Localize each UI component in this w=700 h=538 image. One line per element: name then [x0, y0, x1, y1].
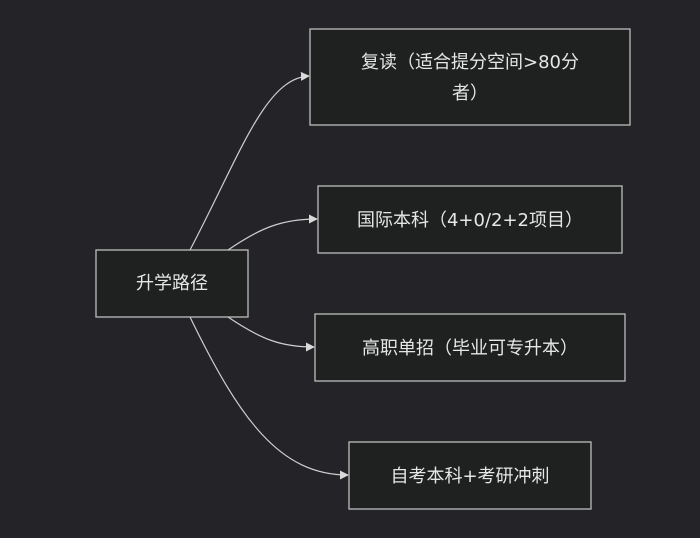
- option-node-2: 国际本科（4+0/2+2项目）: [317, 185, 623, 254]
- option-node-4: 自考本科+考研冲刺: [348, 441, 592, 510]
- option-1-label-line-2: 者）: [452, 83, 488, 104]
- root-label: 升学路径: [136, 273, 208, 294]
- option-2-label: 国际本科（4+0/2+2项目）: [357, 210, 583, 231]
- root-node: 升学路径: [95, 249, 249, 318]
- edge-to-option-2: [227, 214, 318, 251]
- option-node-1: 复读（适合提分空间>80分 者）: [309, 28, 631, 126]
- edge-to-option-4: [189, 316, 349, 480]
- option-3-label: 高职单招（毕业可专升本）: [362, 338, 578, 359]
- edge-to-option-3: [227, 316, 315, 352]
- edge-to-option-1: [189, 71, 310, 251]
- option-node-3: 高职单招（毕业可专升本）: [314, 313, 626, 382]
- option-1-label-line-1: 复读（适合提分空间>80分: [361, 52, 579, 73]
- option-4-label: 自考本科+考研冲刺: [390, 466, 549, 487]
